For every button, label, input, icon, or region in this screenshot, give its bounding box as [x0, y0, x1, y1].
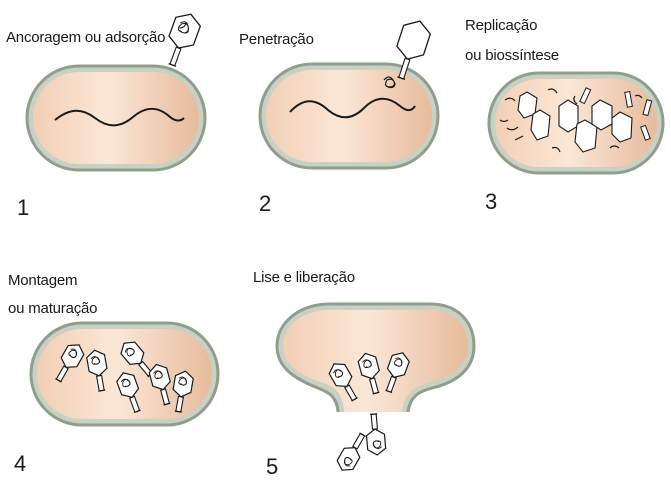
- stage-3-cell: [487, 71, 665, 175]
- stage-4-number: 4: [14, 451, 27, 476]
- stage-1-label: Ancoragem ou adsorção: [6, 29, 166, 46]
- stage-1-phage: [168, 13, 202, 67]
- stage-5-label: Lise e liberação: [253, 269, 355, 286]
- stage-5-phage-4: [333, 429, 371, 476]
- stage-3-label-line-1: Replicação: [465, 17, 538, 34]
- stage-2-cell: [258, 62, 440, 170]
- stage-2-label: Penetração: [239, 31, 314, 48]
- stage-2-phage-ghost: [396, 20, 432, 80]
- stage-1-cell: [25, 64, 207, 172]
- stage-2-number: 2: [259, 191, 272, 216]
- stage-5-number: 5: [266, 454, 279, 479]
- stage-4-label-line-2: ou maturação: [8, 300, 98, 317]
- stage-4-label-line-1: Montagem: [8, 272, 78, 289]
- stage-3-number: 3: [485, 189, 498, 214]
- stage-5-phage-5: [364, 412, 387, 457]
- stage-1-number: 1: [17, 195, 30, 220]
- stage-3-label-line-2: ou biossíntese: [465, 47, 559, 64]
